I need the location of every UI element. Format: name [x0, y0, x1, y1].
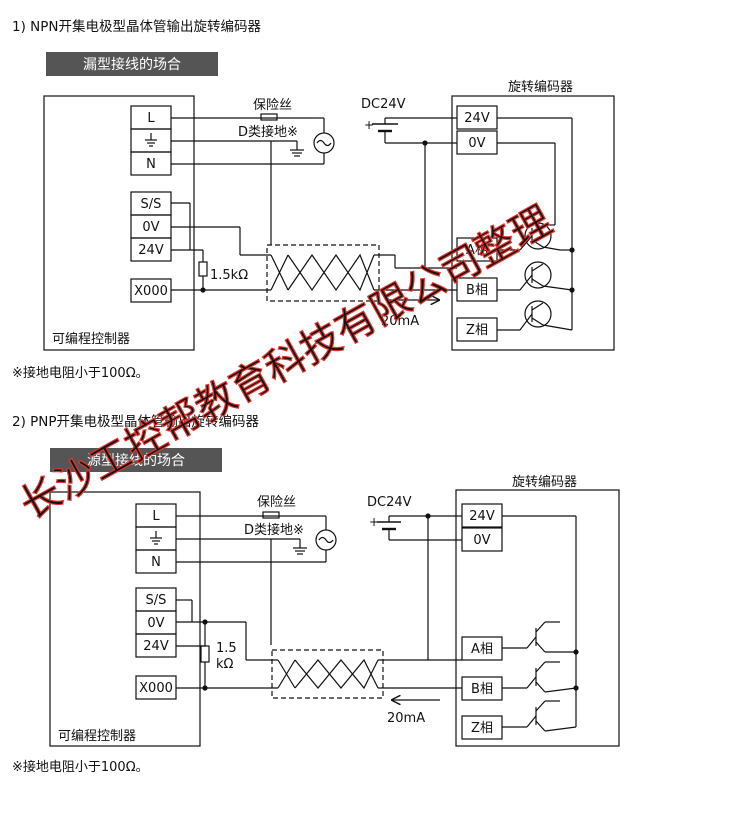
- encoder-box-1: [451, 95, 615, 351]
- terminal-24V: 24V: [138, 243, 164, 258]
- shielded-cable-2: [271, 649, 384, 699]
- terminal-0V: 0V: [142, 220, 159, 235]
- resistor-1: [198, 261, 208, 277]
- svg-text:X000: X000: [139, 681, 173, 696]
- section-2-banner: [50, 448, 222, 472]
- npn-transistors: [497, 143, 573, 331]
- fuse-label-2: 保险丝: [257, 495, 296, 510]
- section-pnp: 2) PNP开集电极型晶体管输出旋转编码器 源型接线的场合 可编程控制器 L N…: [12, 414, 620, 775]
- svg-text:B相: B相: [471, 682, 493, 697]
- terminal-L: L: [147, 111, 155, 126]
- ac-source-2: [315, 529, 337, 551]
- enc-terminal-A: A相: [466, 243, 488, 258]
- svg-text:0V: 0V: [147, 616, 164, 631]
- resistor-label-2b: kΩ: [216, 657, 234, 672]
- plc-label-1: 可编程控制器: [52, 332, 130, 347]
- fuse-1: [260, 113, 278, 121]
- note-2: ※接地电阻小于100Ω。: [12, 759, 149, 775]
- current-label-1: 20mA: [381, 314, 419, 329]
- pnp-transistors: [502, 621, 577, 732]
- watermark-text: 长沙工控帮教育科技有限公司整理: [13, 198, 560, 529]
- plc-label-2: 可编程控制器: [58, 729, 136, 744]
- plc-box-2: [49, 491, 201, 747]
- plc-terminals-1: L N S/S 0V 24V X000: [130, 105, 172, 303]
- plc-box-1: [43, 95, 195, 351]
- resistor-2: [200, 645, 210, 663]
- section-1-banner: [46, 52, 218, 76]
- svg-text:Z相: Z相: [471, 721, 493, 736]
- enc-terminal-0V: 0V: [468, 136, 485, 151]
- svg-text:0V: 0V: [473, 533, 490, 548]
- svg-text:24V: 24V: [143, 639, 169, 654]
- terminal-N: N: [146, 157, 156, 172]
- enc-terminal-B: B相: [466, 283, 488, 298]
- svg-text:L: L: [152, 509, 160, 524]
- section-2-banner-text: 源型接线的场合: [87, 452, 185, 469]
- fuse-label-1: 保险丝: [253, 98, 292, 113]
- supply-label-2: DC24V: [367, 495, 412, 510]
- terminal-SS: S/S: [141, 197, 162, 212]
- section-1-banner-text: 漏型接线的场合: [83, 56, 181, 73]
- section-npn: 1) NPN开集电极型晶体管输出旋转编码器 漏型接线的场合 可编程控制器 L N…: [12, 19, 615, 381]
- section-1-title: 1) NPN开集电极型晶体管输出旋转编码器: [12, 19, 261, 35]
- current-label-2: 20mA: [387, 711, 425, 726]
- enc-terminal-Z: Z相: [466, 323, 488, 338]
- svg-text:+: +: [369, 515, 379, 529]
- terminal-X000: X000: [134, 284, 168, 299]
- terminal-ground-symbol: [145, 133, 157, 147]
- ac-source-1: [313, 132, 335, 154]
- encoder-label-1: 旋转编码器: [508, 80, 573, 95]
- svg-text:S/S: S/S: [146, 593, 167, 608]
- svg-text:+: +: [364, 118, 374, 132]
- section-2-title: 2) PNP开集电极型晶体管输出旋转编码器: [12, 414, 260, 430]
- note-1: ※接地电阻小于100Ω。: [12, 365, 149, 381]
- encoder-label-2: 旋转编码器: [512, 475, 577, 490]
- plc-terminals-2: L N S/S 0V 24V X000: [135, 503, 177, 700]
- shielded-cable-1: [266, 244, 380, 302]
- terminal-ground-symbol-2: [150, 531, 162, 545]
- encoder-box-2: [455, 489, 620, 747]
- svg-text:A相: A相: [471, 642, 493, 657]
- resistor-label-2a: 1.5: [216, 641, 237, 656]
- ground-label-1: D类接地※: [238, 124, 298, 140]
- enc-terminal-24V: 24V: [464, 111, 490, 126]
- fuse-2: [262, 511, 280, 519]
- svg-text:24V: 24V: [469, 509, 495, 524]
- resistor-label-1: 1.5kΩ: [210, 268, 248, 283]
- encoder-terminals-1: 24V 0V A相 B相 Z相: [456, 105, 498, 342]
- supply-label-1: DC24V: [361, 97, 406, 112]
- svg-text:N: N: [151, 555, 161, 570]
- encoder-terminals-2: 24V 0V A相 B相 Z相: [461, 503, 503, 740]
- ground-label-2: D类接地※: [244, 522, 304, 538]
